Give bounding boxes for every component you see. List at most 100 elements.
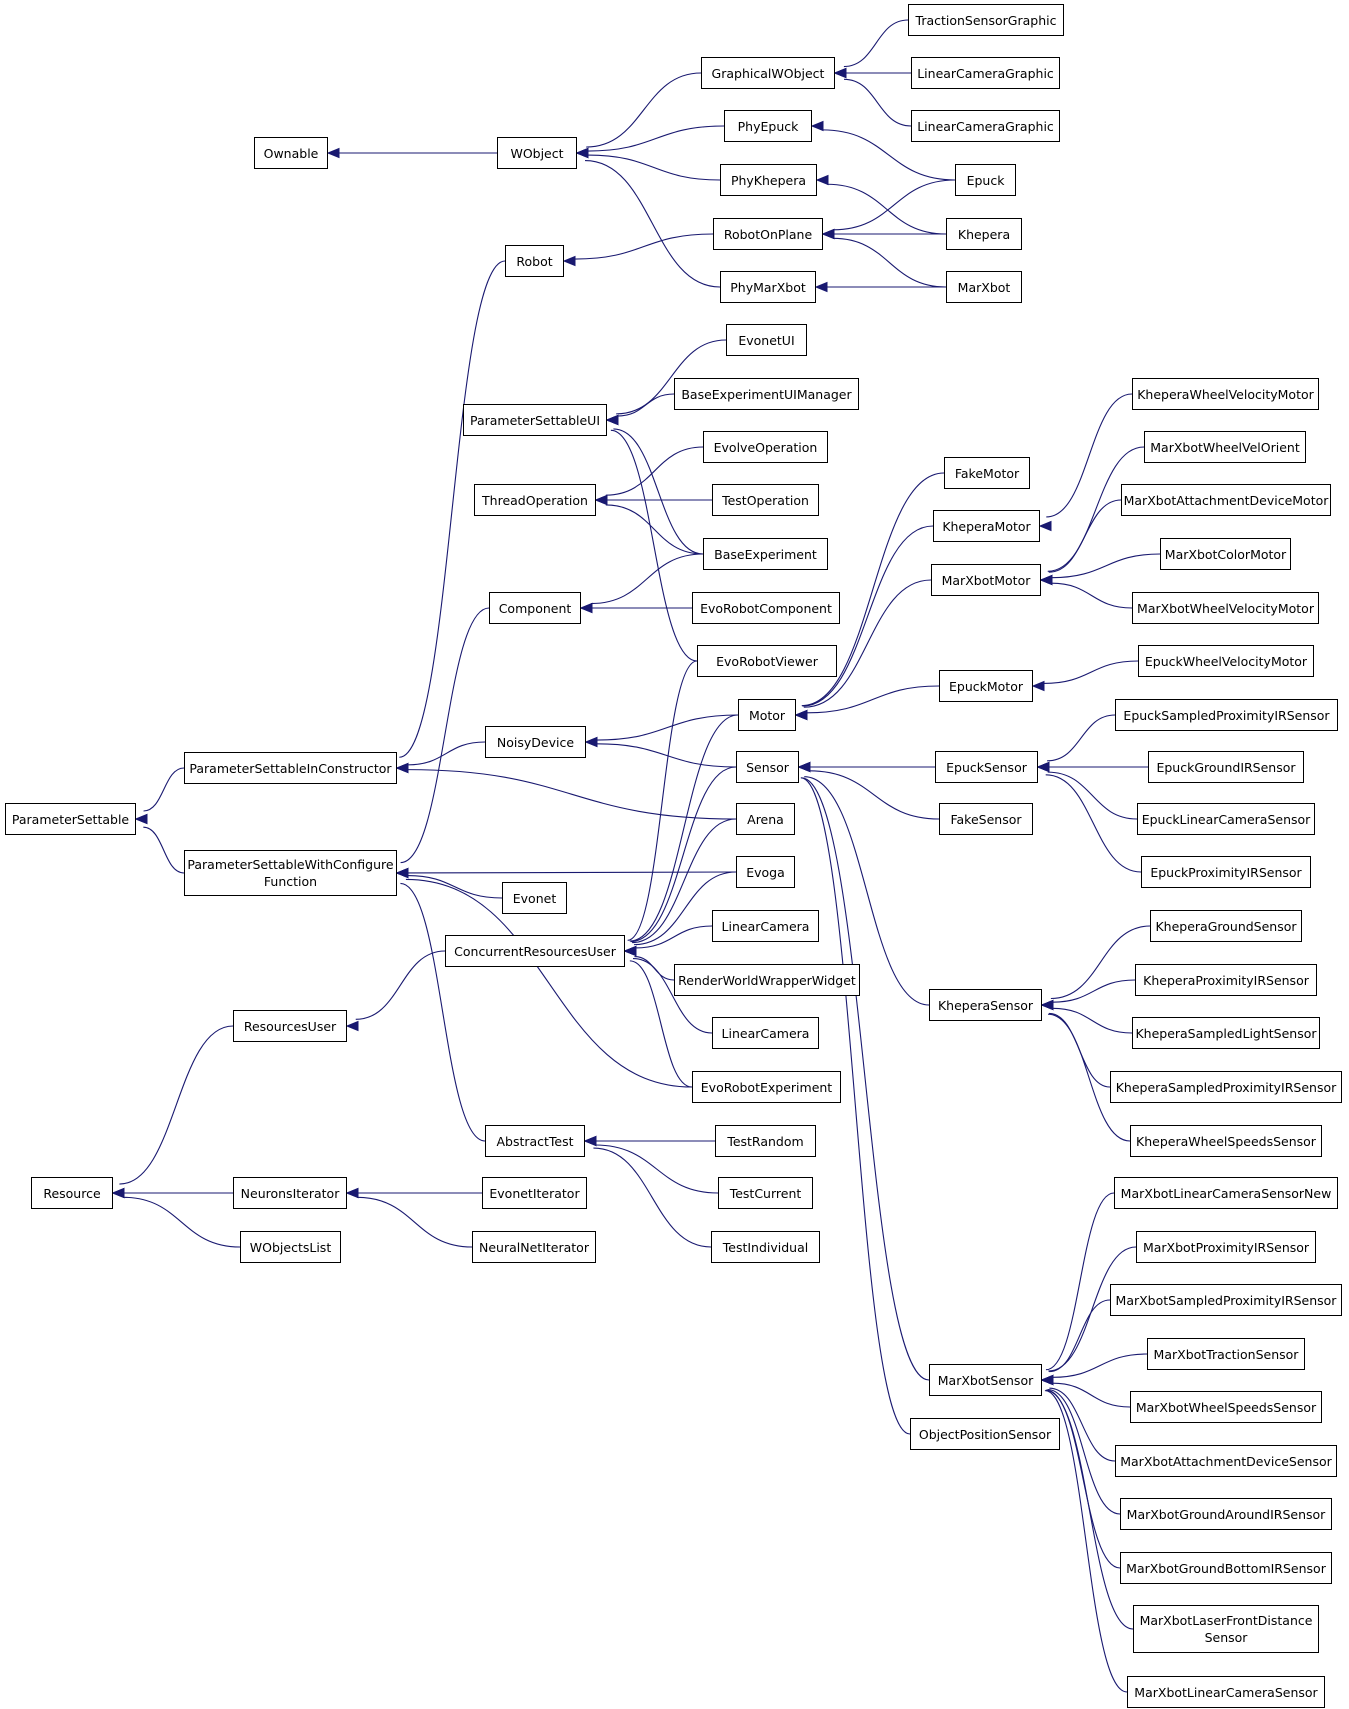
class-node-epuck-linear-camera-sensor[interactable]: EpuckLinearCameraSensor [1137,803,1315,835]
class-node-base-experiment-ui-manager[interactable]: BaseExperimentUIManager [674,378,859,410]
class-node-mar-xbot-sampled-proximity-ir-sensor[interactable]: MarXbotSampledProximityIRSensor [1110,1284,1342,1316]
class-node-linear-camera2[interactable]: LinearCamera [712,1017,819,1049]
class-node-mar-xbot-laser-front-distance-sensor[interactable]: MarXbotLaserFrontDistance Sensor [1133,1605,1319,1653]
class-node-neural-net-iterator[interactable]: NeuralNetIterator [472,1231,596,1263]
class-node-mar-xbot-traction-sensor[interactable]: MarXbotTractionSensor [1147,1338,1305,1370]
edge-traction-sensor-graphic-to-graphical-w-object [843,19,909,68]
class-node-robot-on-plane[interactable]: RobotOnPlane [713,218,823,250]
class-node-parameter-settable-in-constructor[interactable]: ParameterSettableInConstructor [184,752,397,784]
class-node-mar-xbot-sensor[interactable]: MarXbotSensor [929,1364,1042,1396]
class-node-thread-operation[interactable]: ThreadOperation [474,484,596,516]
class-node-khepera[interactable]: Khepera [946,218,1022,250]
edge-evo-robot-experiment-to-parameter-settable-with-configure-function [405,878,693,1088]
edge-sensor-to-noisy-device [596,743,737,768]
edge-test-individual-to-abstract-test [593,1147,712,1248]
class-node-evonet[interactable]: Evonet [502,882,567,914]
class-node-parameter-settable-ui[interactable]: ParameterSettableUI [463,404,607,436]
arrowhead-sensor-to-noisy-device [584,736,598,748]
class-node-evo-robot-experiment[interactable]: EvoRobotExperiment [692,1071,841,1103]
class-node-epuck-motor[interactable]: EpuckMotor [939,670,1033,702]
class-node-mar-xbot-wheel-vel-orient[interactable]: MarXbotWheelVelOrient [1144,431,1306,463]
class-node-mar-xbot-attachment-device-sensor[interactable]: MarXbotAttachmentDeviceSensor [1115,1445,1337,1477]
class-node-epuck-proximity-ir-sensor[interactable]: EpuckProximityIRSensor [1141,856,1311,888]
class-node-test-current[interactable]: TestCurrent [718,1177,813,1209]
class-node-ownable[interactable]: Ownable [254,137,328,169]
class-node-evonet-ui[interactable]: EvonetUI [726,324,807,356]
class-node-evolve-operation[interactable]: EvolveOperation [703,431,828,463]
class-node-test-random[interactable]: TestRandom [715,1125,816,1157]
class-node-parameter-settable-with-configure-function[interactable]: ParameterSettableWithConfigure Function [184,850,397,896]
class-node-mar-xbot-ground-around-ir-sensor[interactable]: MarXbotGroundAroundIRSensor [1120,1498,1332,1530]
class-node-parameter-settable[interactable]: ParameterSettable [5,803,136,835]
class-node-khepera-motor[interactable]: KheperaMotor [933,510,1040,542]
class-node-evonet-iterator[interactable]: EvonetIterator [482,1177,587,1209]
class-node-phy-mar-xbot[interactable]: PhyMarXbot [720,271,816,303]
class-node-traction-sensor-graphic[interactable]: TractionSensorGraphic [908,4,1064,36]
class-node-noisy-device[interactable]: NoisyDevice [485,726,586,758]
class-node-khepera-ground-sensor[interactable]: KheperaGroundSensor [1150,910,1302,942]
class-node-khepera-sensor[interactable]: KheperaSensor [929,989,1042,1021]
class-node-epuck[interactable]: Epuck [955,164,1016,196]
class-node-resources-user[interactable]: ResourcesUser [233,1010,347,1042]
class-node-khepera-sampled-proximity-ir-sensor[interactable]: KheperaSampledProximityIRSensor [1110,1071,1342,1103]
edge-phy-mar-xbot-to-w-object [585,159,721,288]
class-node-neurons-iterator[interactable]: NeuronsIterator [233,1177,347,1209]
arrowhead-epuck-to-phy-epuck [810,120,824,132]
arrowhead-evo-robot-viewer-to-parameter-settable-ui [605,414,619,426]
class-node-linear-camera-graphic1[interactable]: LinearCameraGraphic [911,57,1060,89]
class-node-fake-sensor[interactable]: FakeSensor [939,803,1033,835]
class-node-epuck-sampled-proximity-ir-sensor[interactable]: EpuckSampledProximityIRSensor [1115,699,1338,731]
class-node-epuck-ground-ir-sensor[interactable]: EpuckGroundIRSensor [1148,751,1304,783]
class-node-resource[interactable]: Resource [31,1177,113,1209]
edge-mar-xbot-motor-to-motor [803,579,932,708]
class-node-base-experiment[interactable]: BaseExperiment [703,538,828,570]
class-node-robot[interactable]: Robot [505,245,564,277]
class-node-mar-xbot-linear-camera-sensor[interactable]: MarXbotLinearCameraSensor [1127,1676,1325,1708]
class-node-concurrent-resources-user[interactable]: ConcurrentResourcesUser [445,935,625,967]
class-node-mar-xbot[interactable]: MarXbot [946,271,1022,303]
edge-noisy-device-to-parameter-settable-in-constructor [407,741,486,766]
class-node-phy-khepera[interactable]: PhyKhepera [720,164,817,196]
edge-phy-khepera-to-w-object [587,154,721,181]
class-node-mar-xbot-linear-camera-sensor-new[interactable]: MarXbotLinearCameraSensorNew [1114,1177,1338,1209]
class-node-khepera-sampled-light-sensor[interactable]: KheperaSampledLightSensor [1132,1017,1320,1049]
class-node-fake-motor[interactable]: FakeMotor [944,457,1030,489]
class-node-test-operation[interactable]: TestOperation [712,484,819,516]
class-node-arena[interactable]: Arena [736,803,795,835]
edge-neural-net-iterator-to-neurons-iterator [357,1196,473,1248]
class-node-graphical-w-object[interactable]: GraphicalWObject [701,57,835,89]
class-node-evo-robot-component[interactable]: EvoRobotComponent [692,592,840,624]
class-node-mar-xbot-wheel-speeds-sensor[interactable]: MarXbotWheelSpeedsSensor [1130,1391,1322,1423]
class-node-object-position-sensor[interactable]: ObjectPositionSensor [910,1418,1060,1450]
class-node-phy-epuck[interactable]: PhyEpuck [724,110,812,142]
arrowhead-abstract-test-to-parameter-settable-with-configure-function [395,867,409,879]
class-node-w-objects-list[interactable]: WObjectsList [240,1231,341,1263]
class-node-mar-xbot-ground-bottom-ir-sensor[interactable]: MarXbotGroundBottomIRSensor [1120,1552,1332,1584]
class-node-test-individual[interactable]: TestIndividual [711,1231,820,1263]
class-node-component[interactable]: Component [489,592,581,624]
class-node-khepera-proximity-ir-sensor[interactable]: KheperaProximityIRSensor [1135,964,1317,996]
class-node-khepera-wheel-velocity-motor[interactable]: KheperaWheelVelocityMotor [1132,378,1319,410]
class-node-render-world-wrapper-widget[interactable]: RenderWorldWrapperWidget [674,964,860,996]
class-node-epuck-sensor[interactable]: EpuckSensor [935,751,1038,783]
class-node-abstract-test[interactable]: AbstractTest [485,1125,585,1157]
class-node-mar-xbot-wheel-velocity-motor[interactable]: MarXbotWheelVelocityMotor [1132,592,1319,624]
edge-fake-sensor-to-sensor [809,770,940,820]
class-node-mar-xbot-color-motor[interactable]: MarXbotColorMotor [1160,538,1291,570]
class-node-mar-xbot-proximity-ir-sensor[interactable]: MarXbotProximityIRSensor [1136,1231,1316,1263]
class-node-w-object[interactable]: WObject [497,137,577,169]
edge-mar-xbot-wheel-velocity-motor-to-mar-xbot-motor [1051,582,1133,609]
edge-robot-on-plane-to-robot [574,233,714,260]
class-node-mar-xbot-attachment-device-motor[interactable]: MarXbotAttachmentDeviceMotor [1121,484,1331,516]
class-node-mar-xbot-motor[interactable]: MarXbotMotor [931,564,1041,596]
class-node-epuck-wheel-velocity-motor[interactable]: EpuckWheelVelocityMotor [1138,645,1314,677]
arrowhead-object-position-sensor-to-sensor [797,761,811,773]
class-node-motor[interactable]: Motor [738,699,796,731]
class-node-linear-camera1[interactable]: LinearCamera [712,910,819,942]
class-node-khepera-wheel-speeds-sensor[interactable]: KheperaWheelSpeedsSensor [1130,1125,1322,1157]
class-node-evoga[interactable]: Evoga [736,856,795,888]
class-node-linear-camera-graphic2[interactable]: LinearCameraGraphic [911,110,1060,142]
arrowhead-epuck-motor-to-motor [794,709,808,721]
class-node-sensor[interactable]: Sensor [736,751,799,783]
class-node-evo-robot-viewer[interactable]: EvoRobotViewer [697,645,837,677]
